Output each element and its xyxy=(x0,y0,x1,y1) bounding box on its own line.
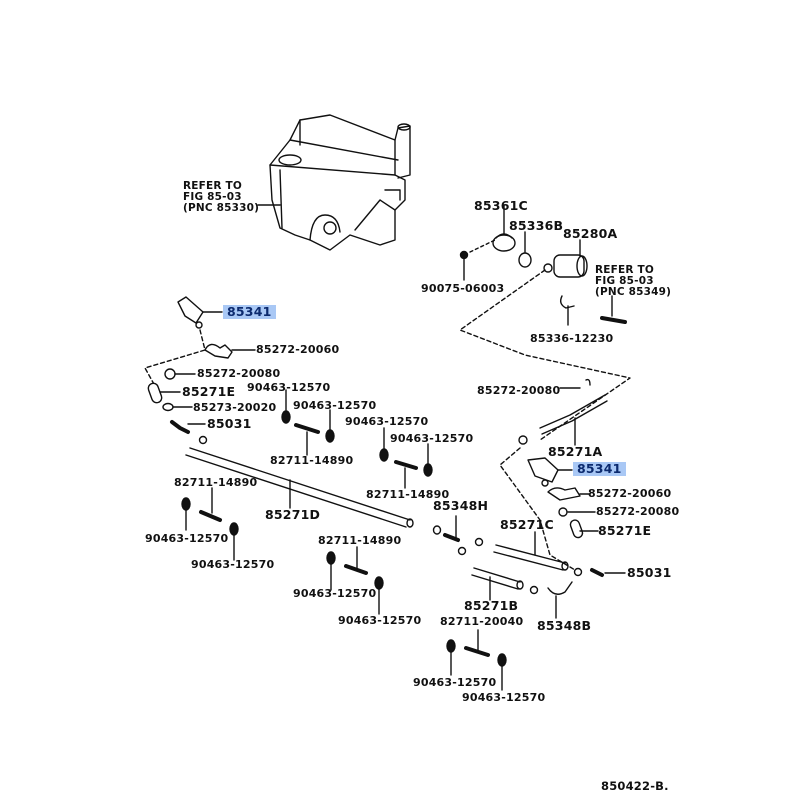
part-label-85031-left[interactable]: 85031 xyxy=(207,416,252,431)
part-label-85336B[interactable]: 85336B xyxy=(509,218,564,233)
reference-note-tank: REFER TO FIG 85-03 (PNC 85330) xyxy=(183,180,260,214)
clips-and-clamps-drawing xyxy=(181,389,507,691)
part-label-85348B[interactable]: 85348B xyxy=(537,618,592,633)
hose-85271A-drawing xyxy=(518,378,608,446)
part-label-clamp-3[interactable]: 90463-12570 xyxy=(345,415,429,428)
part-label-85361C[interactable]: 85361C xyxy=(474,198,528,213)
hose-85271D-drawing xyxy=(185,447,414,528)
part-label-90075-06003[interactable]: 90075-06003 xyxy=(421,282,505,295)
part-label-85271B[interactable]: 85271B xyxy=(464,598,519,613)
part-label-85272-20080-left[interactable]: 85272-20080 xyxy=(197,367,281,380)
right-nozzle-drawing xyxy=(527,457,599,539)
part-label-clamp-5[interactable]: 90463-12570 xyxy=(145,532,229,545)
washer-tank-drawing xyxy=(257,114,411,251)
part-label-85341-right[interactable]: 85341 xyxy=(573,462,626,476)
part-label-clamp-10[interactable]: 90463-12570 xyxy=(462,691,546,704)
part-label-85271A[interactable]: 85271A xyxy=(548,444,603,459)
part-label-85271E-left[interactable]: 85271E xyxy=(182,384,236,399)
part-label-85272-20080-right[interactable]: 85272-20080 xyxy=(596,505,680,518)
part-label-clip-1[interactable]: 82711-14890 xyxy=(270,454,354,467)
routing-lines xyxy=(144,269,631,571)
part-label-85271C[interactable]: 85271C xyxy=(500,517,554,532)
figure-code: 850422-B. xyxy=(601,779,669,793)
part-label-clamp-9[interactable]: 90463-12570 xyxy=(413,676,497,689)
part-label-clip-2[interactable]: 82711-14890 xyxy=(366,488,450,501)
part-label-85336-12230[interactable]: 85336-12230 xyxy=(530,332,614,345)
reference-note-pump: REFER TO FIG 85-03 (PNC 85349) xyxy=(595,264,672,298)
part-label-85031-right[interactable]: 85031 xyxy=(627,565,672,580)
part-label-clamp-6[interactable]: 90463-12570 xyxy=(191,558,275,571)
part-label-clip-4[interactable]: 82711-14890 xyxy=(318,534,402,547)
part-label-clip-5[interactable]: 82711-20040 xyxy=(440,615,524,628)
part-label-85272-20080-right-top[interactable]: 85272-20080 xyxy=(477,384,561,397)
part-label-85348H[interactable]: 85348H xyxy=(433,498,489,513)
part-label-clamp-2[interactable]: 90463-12570 xyxy=(293,399,377,412)
part-label-85280A[interactable]: 85280A xyxy=(563,226,618,241)
part-label-clamp-4[interactable]: 90463-12570 xyxy=(390,432,474,445)
part-label-85341-left[interactable]: 85341 xyxy=(223,305,276,319)
part-label-clamp-7[interactable]: 90463-12570 xyxy=(293,587,377,600)
right-side-hoses-drawing xyxy=(432,515,626,619)
part-label-85271D[interactable]: 85271D xyxy=(265,507,321,522)
part-label-85273-20020[interactable]: 85273-20020 xyxy=(193,401,277,414)
part-label-clamp-8[interactable]: 90463-12570 xyxy=(338,614,422,627)
part-label-clip-3[interactable]: 82711-14890 xyxy=(174,476,258,489)
left-nozzle-drawing xyxy=(147,296,256,445)
part-label-85272-20060-left[interactable]: 85272-20060 xyxy=(256,343,340,356)
pump-assembly-drawing xyxy=(459,204,627,326)
part-label-85271E-right[interactable]: 85271E xyxy=(598,523,652,538)
part-label-clamp-1[interactable]: 90463-12570 xyxy=(247,381,331,394)
part-label-85272-20060-right[interactable]: 85272-20060 xyxy=(588,487,672,500)
